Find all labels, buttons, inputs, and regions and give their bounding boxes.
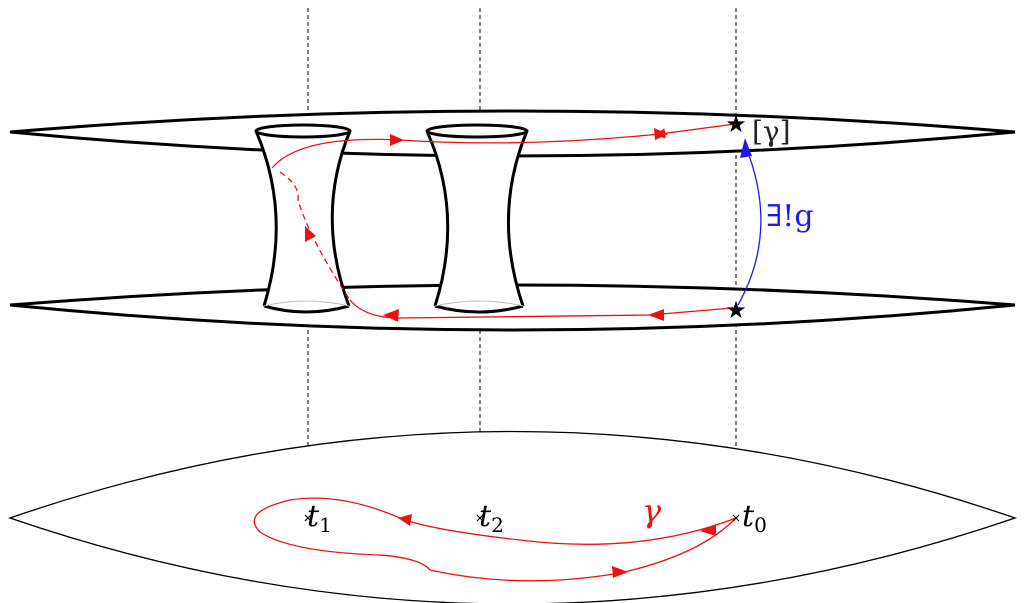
deck-map-arrowhead bbox=[740, 138, 752, 158]
tube-right-bottom-rim-back bbox=[434, 300, 524, 307]
branch-tube-right bbox=[425, 123, 529, 314]
base-arrow-2 bbox=[398, 514, 412, 526]
lift-arrow-5 bbox=[648, 309, 664, 321]
lift-segment-upper bbox=[399, 123, 736, 144]
base-loop bbox=[253, 497, 737, 582]
label-t0: t0 bbox=[742, 499, 767, 537]
base-arrow-1 bbox=[700, 524, 716, 536]
lifted-path bbox=[271, 123, 736, 319]
point-t2 bbox=[476, 514, 484, 522]
point-t1 bbox=[304, 514, 312, 522]
tube-right-side-left bbox=[425, 130, 450, 307]
tube-left-side-left bbox=[254, 130, 278, 307]
star-upper: ★ bbox=[725, 110, 747, 138]
label-gamma-class: [γ] bbox=[752, 115, 791, 148]
deck-map-arrow bbox=[737, 144, 762, 306]
lift-arrow-1 bbox=[654, 128, 668, 140]
tube-left-side-right bbox=[330, 130, 352, 307]
star-lower: ★ bbox=[725, 296, 747, 324]
tube-fills bbox=[256, 130, 527, 305]
point-t0 bbox=[732, 514, 740, 522]
tube-left-bottom-rim bbox=[263, 304, 350, 314]
tube-right-side-right bbox=[507, 130, 529, 307]
lift-arrowheads bbox=[305, 128, 668, 322]
tube-right-bottom-rim bbox=[434, 304, 524, 314]
lift-arrow-2 bbox=[390, 134, 404, 146]
lift-segment-lower bbox=[349, 299, 733, 319]
lift-arrow-4 bbox=[383, 309, 399, 322]
label-unique-g: ∃!g bbox=[766, 199, 814, 234]
label-gamma: γ bbox=[642, 492, 662, 530]
label-t2: t2 bbox=[479, 499, 504, 537]
base-space bbox=[7, 430, 1018, 603]
lift-segment-upper-2 bbox=[271, 138, 401, 169]
lift-arrow-3 bbox=[305, 226, 316, 242]
lift-segment-dashed bbox=[279, 171, 351, 301]
base-points bbox=[304, 514, 740, 522]
base-arrow-3 bbox=[612, 566, 628, 578]
tube-left-bottom-rim-back bbox=[263, 300, 350, 307]
base-loop-arrowheads bbox=[398, 514, 716, 578]
branch-tube-left bbox=[254, 123, 352, 314]
label-t1: t1 bbox=[307, 499, 332, 537]
